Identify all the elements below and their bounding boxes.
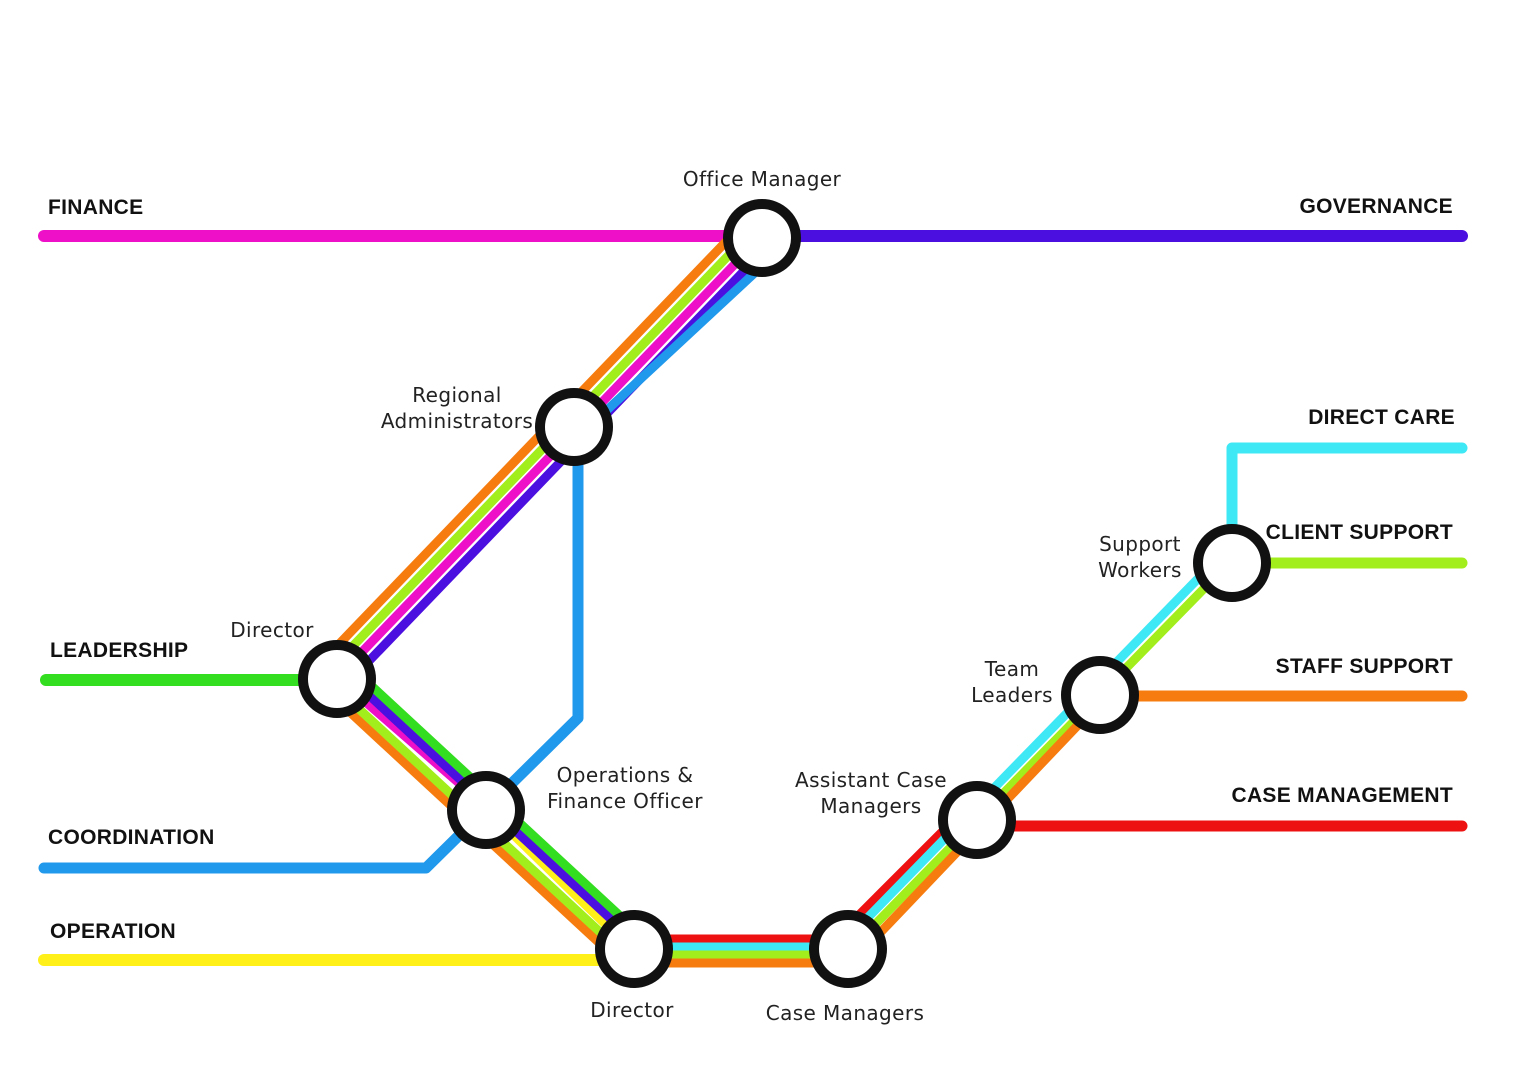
upper-diagonal-bundle: [312, 220, 781, 693]
label-case-managers: Case Managers: [766, 1001, 925, 1025]
label-regional-administrators-1: Regional: [412, 383, 501, 407]
station-office-manager: [723, 199, 801, 277]
label-assistant-case-managers-1: Assistant Case: [795, 768, 947, 792]
station-assistant-case-managers: [938, 781, 1016, 859]
label-leadership: LEADERSHIP: [50, 639, 188, 662]
label-director-top: Director: [230, 618, 314, 642]
label-staff-support: STAFF SUPPORT: [1276, 655, 1453, 678]
label-support-workers-1: Support: [1099, 532, 1181, 556]
label-team-leaders-2: Leaders: [971, 683, 1053, 707]
label-direct-care: DIRECT CARE: [1308, 406, 1455, 429]
label-director-bottom: Director: [590, 998, 674, 1022]
label-assistant-case-managers-2: Managers: [820, 794, 921, 818]
station-team-leaders: [1061, 656, 1139, 734]
label-coordination: COORDINATION: [48, 826, 215, 849]
label-finance: FINANCE: [48, 196, 143, 219]
station-operations-finance-officer: [447, 771, 525, 849]
station-support-workers: [1193, 524, 1271, 602]
station-director-bottom: [595, 910, 673, 988]
station-regional-administrators: [535, 388, 613, 466]
label-operations-finance-officer-1: Operations &: [557, 763, 694, 787]
station-case-managers: [809, 910, 887, 988]
right-diagonal-bundle: [833, 549, 1235, 961]
label-case-management: CASE MANAGEMENT: [1231, 784, 1453, 807]
label-support-workers-2: Workers: [1098, 558, 1182, 582]
label-team-leaders-1: Team: [984, 657, 1039, 681]
label-operations-finance-officer-2: Finance Officer: [547, 789, 703, 813]
station-director-top: [298, 640, 376, 718]
label-regional-administrators-2: Administrators: [381, 409, 533, 433]
label-client-support: CLIENT SUPPORT: [1266, 521, 1453, 544]
label-office-manager: Office Manager: [683, 167, 842, 191]
label-governance: GOVERNANCE: [1299, 195, 1453, 218]
label-operation: OPERATION: [50, 920, 176, 943]
direct-care-line: [1226, 442, 1468, 566]
